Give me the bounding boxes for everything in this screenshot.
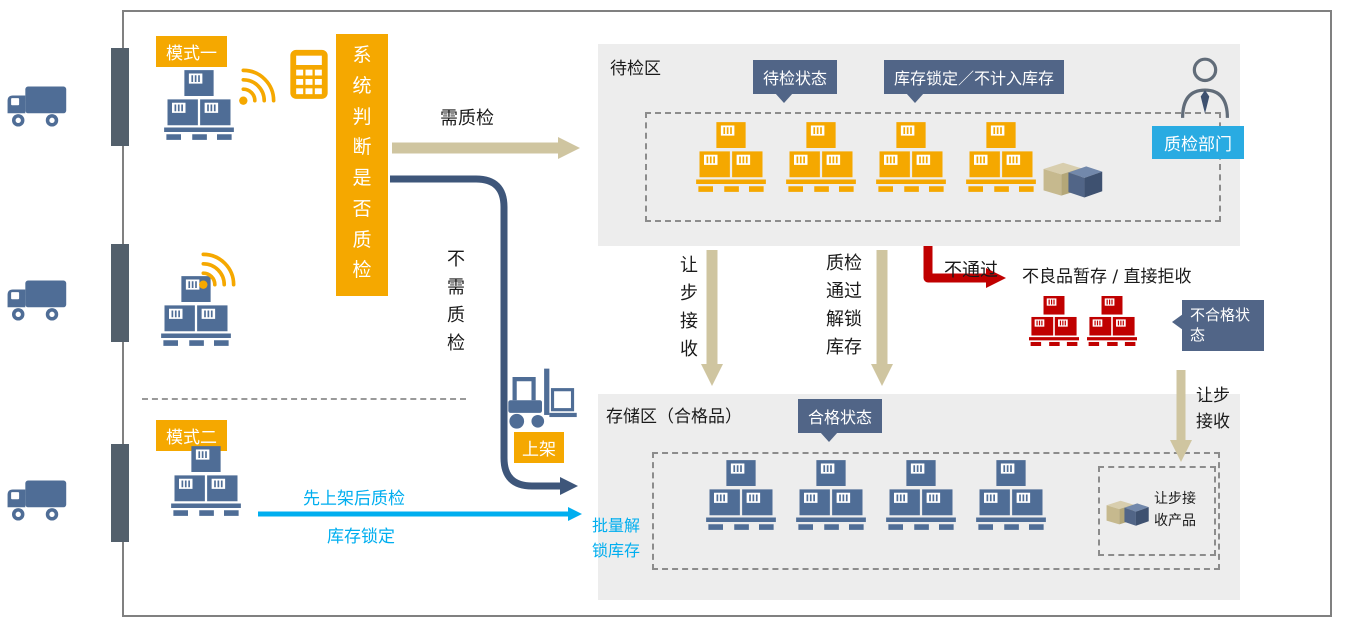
defective-concession-label: 让步接收 [1196, 386, 1230, 433]
truck-icon [4, 278, 68, 324]
pallet-stack-icon [785, 122, 857, 192]
cartons-icon [1040, 156, 1104, 198]
concession-products-label: 让步接收产品 [1154, 491, 1196, 529]
storage-area-dashed-zone [652, 452, 1220, 570]
truck-icon [4, 478, 68, 524]
pallet-stack-icon [975, 460, 1047, 530]
fail-label: 不通过 [944, 260, 998, 281]
mode-divider-line [142, 398, 466, 400]
cartons-icon [1104, 496, 1150, 526]
wifi-signal-icon [236, 62, 282, 108]
pallet-stack-icon [163, 70, 235, 140]
truck-icon [4, 84, 68, 130]
shelving-badge: 上架 [514, 432, 564, 463]
system-decision-box: 系统判断是否质检 [336, 34, 388, 296]
qualified-status-bubble: 合格状态 [798, 399, 883, 442]
handheld-scanner-icon [288, 44, 330, 100]
pallet-stack-icon [170, 446, 242, 516]
concession-accept-label: 让步接收 [680, 255, 698, 360]
forklift-icon [502, 362, 582, 430]
pallet-stack-icon [1028, 296, 1080, 346]
dock-bar-3 [111, 444, 129, 542]
pallet-stack-icon [1086, 296, 1138, 346]
pallet-stack-icon [885, 460, 957, 530]
dock-bar-2 [111, 244, 129, 342]
need-qc-label: 需质检 [440, 108, 494, 129]
mode2-badge: 模式二 [156, 420, 227, 451]
pending-status-bubble: 待检状态 [753, 60, 838, 103]
unqualified-status-bubble: 不合格状态 [1172, 300, 1264, 351]
pending-area-title: 待检区 [610, 59, 661, 79]
batch-unlock-label: 批量解锁库存 [592, 516, 641, 560]
wifi-signal-icon [196, 246, 242, 292]
stock-lock-label: 库存锁定 [327, 527, 395, 547]
inspector-person-icon [1178, 56, 1232, 120]
system-decision-label: 系统判断是否质检 [352, 44, 372, 282]
concession-products-box: 让步接收产品 [1098, 466, 1216, 556]
dock-bar-1 [111, 48, 129, 146]
pending-area-dashed-zone [645, 112, 1221, 222]
no-need-qc-label: 不需质检 [447, 249, 465, 354]
qc-department-badge: 质检部门 [1152, 126, 1244, 159]
stock-locked-bubble: 库存锁定／不计入库存 [884, 60, 1065, 103]
shelve-first-label: 先上架后质检 [303, 489, 405, 509]
pallet-stack-icon [705, 460, 777, 530]
qc-pass-unlock-label: 质检通过解锁库存 [826, 253, 862, 358]
pallet-stack-icon [875, 122, 947, 192]
pallet-stack-icon [795, 460, 867, 530]
mode1-badge: 模式一 [156, 36, 227, 67]
defective-area-title: 不良品暂存 / 直接拒收 [1022, 267, 1192, 287]
storage-area-title: 存储区（合格品） [606, 407, 742, 427]
pallet-stack-icon [965, 122, 1037, 192]
pallet-stack-icon [695, 122, 767, 192]
